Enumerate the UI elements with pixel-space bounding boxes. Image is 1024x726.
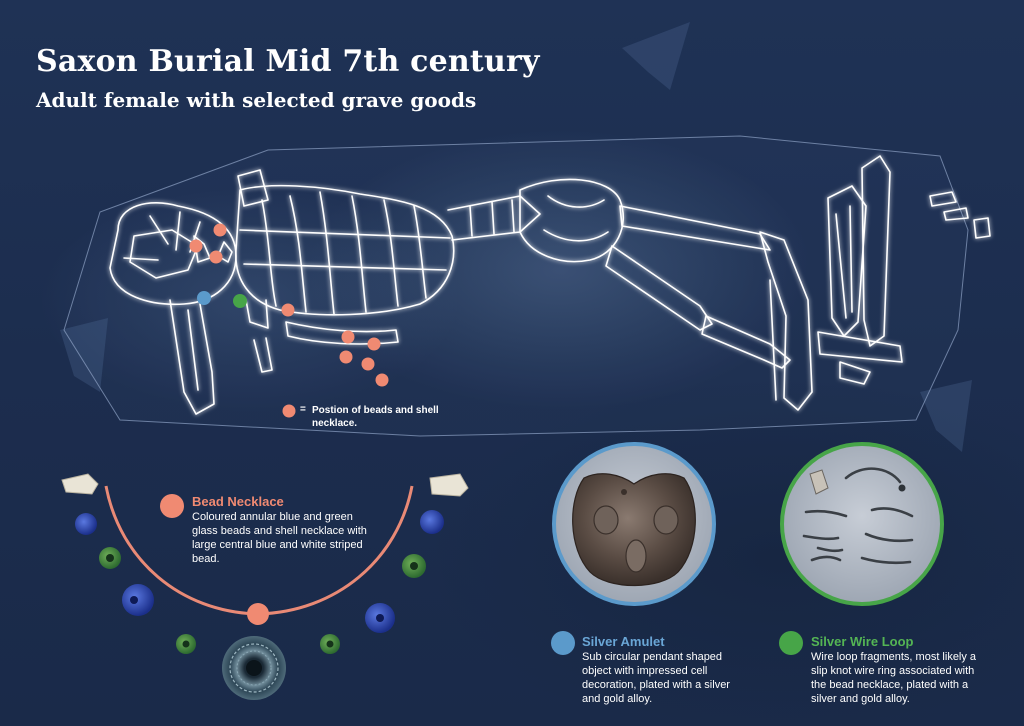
salmon-dot-icon <box>160 494 184 518</box>
silver-amulet-title: Silver Amulet <box>582 634 665 649</box>
silver-wire-loop-description: Wire loop fragments, most likely a slip … <box>811 651 977 705</box>
blue-dot-icon <box>197 291 211 305</box>
silver-wire-loop-image <box>780 442 944 606</box>
page-title: Saxon Burial Mid 7th century <box>36 44 540 79</box>
page-subtitle: Adult female with selected grave goods <box>36 88 477 112</box>
salmon-dot-icon <box>282 404 296 418</box>
skeleton-outline <box>109 155 991 415</box>
silver-amulet-description: Sub circular pendant shaped object with … <box>582 651 730 705</box>
bead-necklace-illustration <box>61 473 469 700</box>
salmon-dot-icon <box>189 239 203 253</box>
salmon-dot-icon <box>213 223 227 237</box>
bead-necklace-title: Bead Necklace <box>192 494 284 509</box>
silver-amulet-image <box>552 442 716 606</box>
salmon-dot-icon <box>375 373 389 387</box>
salmon-dot-icon <box>367 337 381 351</box>
salmon-dot-icon <box>361 357 375 371</box>
salmon-dot-icon <box>341 330 355 344</box>
legend-text: Postion of beads and shell necklace. <box>312 405 439 429</box>
salmon-dot-icon <box>209 250 223 264</box>
north-arrow-icon <box>60 22 972 452</box>
salmon-dot-icon <box>281 303 295 317</box>
salmon-dot-icon <box>339 350 353 364</box>
bead-position-markers <box>189 223 389 387</box>
legend-equals: = <box>300 404 306 415</box>
blue-dot-icon <box>551 631 575 655</box>
bead-necklace-description: Coloured annular blue and green glass be… <box>192 511 367 565</box>
grave-outline <box>63 135 969 437</box>
green-dot-icon <box>233 294 247 308</box>
green-dot-icon <box>779 631 803 655</box>
silver-wire-loop-title: Silver Wire Loop <box>811 634 914 649</box>
